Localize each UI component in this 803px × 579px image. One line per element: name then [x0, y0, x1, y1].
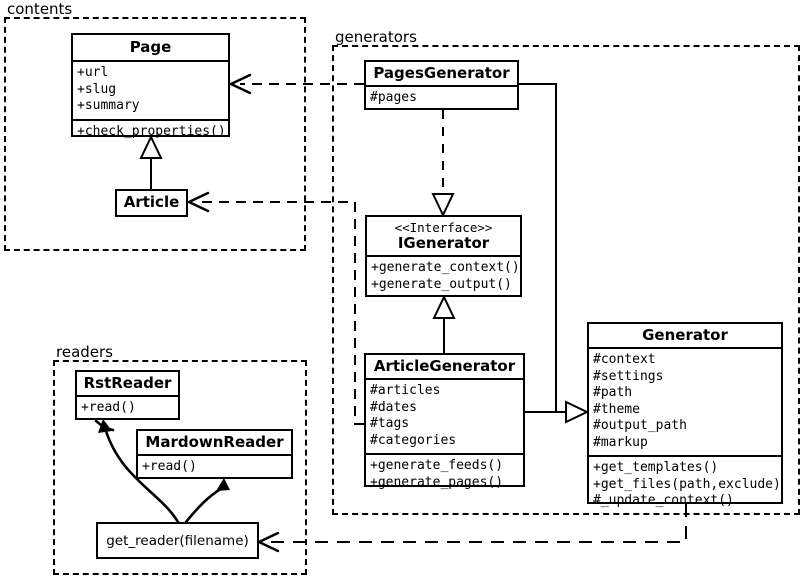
function-box-get-reader[interactable]: get_reader(filename) — [96, 522, 259, 559]
class-title-mardownreader: MardownReader — [145, 433, 284, 451]
attribute-item: #markup — [593, 434, 648, 450]
class-attributes-articlegenerator: #articles #dates #tags #categories — [366, 378, 523, 453]
class-operations-articlegenerator: +generate_feeds() +generate_pages() — [366, 453, 523, 495]
class-operations-generator: +get_templates() +get_files(path,exclude… — [589, 455, 781, 514]
class-box-page[interactable]: Page +url +slug +summary +check_properti… — [71, 33, 230, 139]
connector-pagesgenerator-realizes-igenerator — [431, 110, 455, 218]
class-attributes-pagesgenerator: #pages — [366, 85, 517, 111]
operation-item: +read() — [81, 400, 136, 415]
attribute-item: #tags — [370, 416, 410, 431]
class-operations-page: +check_properties() — [73, 118, 228, 145]
package-label-readers: readers — [53, 344, 116, 360]
package-frame-readers — [53, 360, 307, 575]
operation-item: +generate_output() — [371, 276, 512, 292]
class-title-igenerator: <<Interface>> IGenerator — [367, 217, 520, 255]
operation-item: +get_templates() — [593, 460, 719, 475]
class-box-mardownreader[interactable]: MardownReader +read() — [136, 429, 293, 479]
attribute-item: +url — [77, 65, 109, 80]
connector-articlegenerator-inherits-generator — [525, 400, 590, 424]
attribute-item: +slug — [77, 81, 117, 97]
function-label-get-reader: get_reader(filename) — [106, 532, 249, 549]
attribute-item: #context — [593, 352, 656, 367]
class-title-article: Article — [123, 193, 180, 211]
operation-item: +generate_context() — [371, 260, 520, 275]
connector-generator-uses-get_reader — [257, 504, 687, 553]
connector-articlegenerator-uses-article — [187, 191, 364, 425]
connector-articlegenerator-realizes-igenerator — [432, 294, 456, 353]
class-title-generator: Generator — [642, 326, 728, 344]
package-frame-generators — [332, 45, 800, 515]
package-label-generators: generators — [332, 29, 420, 45]
attribute-item: #articles — [370, 383, 441, 398]
attribute-item: #theme — [593, 401, 640, 417]
class-box-pagesgenerator[interactable]: PagesGenerator #pages — [364, 60, 519, 110]
class-attributes-page: +url +slug +summary — [73, 60, 228, 119]
attribute-item: #categories — [370, 432, 457, 448]
class-name-igenerator: IGenerator — [397, 234, 490, 252]
connector-pagesgenerator-inherits-generator — [519, 83, 557, 412]
connector-pagesgenerator-uses-page — [229, 73, 364, 95]
attribute-item: #path — [593, 385, 633, 400]
connector-get_reader-creates-mardownreader — [184, 478, 230, 524]
operation-item: +check_properties() — [77, 123, 226, 139]
attribute-item: #output_path — [593, 418, 687, 433]
class-stereotype-igenerator: <<Interface>> — [394, 220, 493, 235]
package-frame-contents — [4, 17, 306, 251]
operation-item: +get_files(path,exclude) — [593, 476, 781, 492]
class-operations-mardownreader: +read() — [138, 454, 291, 480]
operation-item: +generate_feeds() — [370, 458, 504, 473]
class-title-page: Page — [129, 38, 172, 56]
class-operations-rstreader: +read() — [77, 395, 178, 421]
class-title-pagesgenerator: PagesGenerator — [373, 64, 510, 82]
class-title-articlegenerator: ArticleGenerator — [373, 357, 516, 375]
package-label-contents: contents — [4, 1, 76, 17]
class-box-articlegenerator[interactable]: ArticleGenerator #articles #dates #tags … — [364, 353, 525, 490]
class-box-rstreader[interactable]: RstReader +read() — [75, 370, 180, 420]
operation-item: +generate_pages() — [370, 474, 504, 490]
operation-item: #_update_context() — [593, 493, 734, 508]
attribute-item: #dates — [370, 399, 417, 415]
connector-article-inherits-page — [139, 134, 163, 189]
attribute-item: +summary — [77, 98, 140, 113]
attribute-item: #pages — [370, 90, 417, 105]
attribute-item: #settings — [593, 368, 664, 384]
operation-item: +read() — [142, 459, 197, 474]
class-box-article[interactable]: Article — [115, 189, 188, 217]
class-attributes-generator: #context #settings #path #theme #output_… — [589, 347, 781, 455]
class-operations-igenerator: +generate_context() +generate_output() — [367, 255, 520, 297]
class-box-igenerator[interactable]: <<Interface>> IGenerator +generate_conte… — [365, 215, 522, 297]
class-title-rstreader: RstReader — [83, 374, 172, 392]
connector-get_reader-creates-rstreader — [94, 419, 180, 524]
class-box-generator[interactable]: Generator #context #settings #path #them… — [587, 322, 783, 508]
